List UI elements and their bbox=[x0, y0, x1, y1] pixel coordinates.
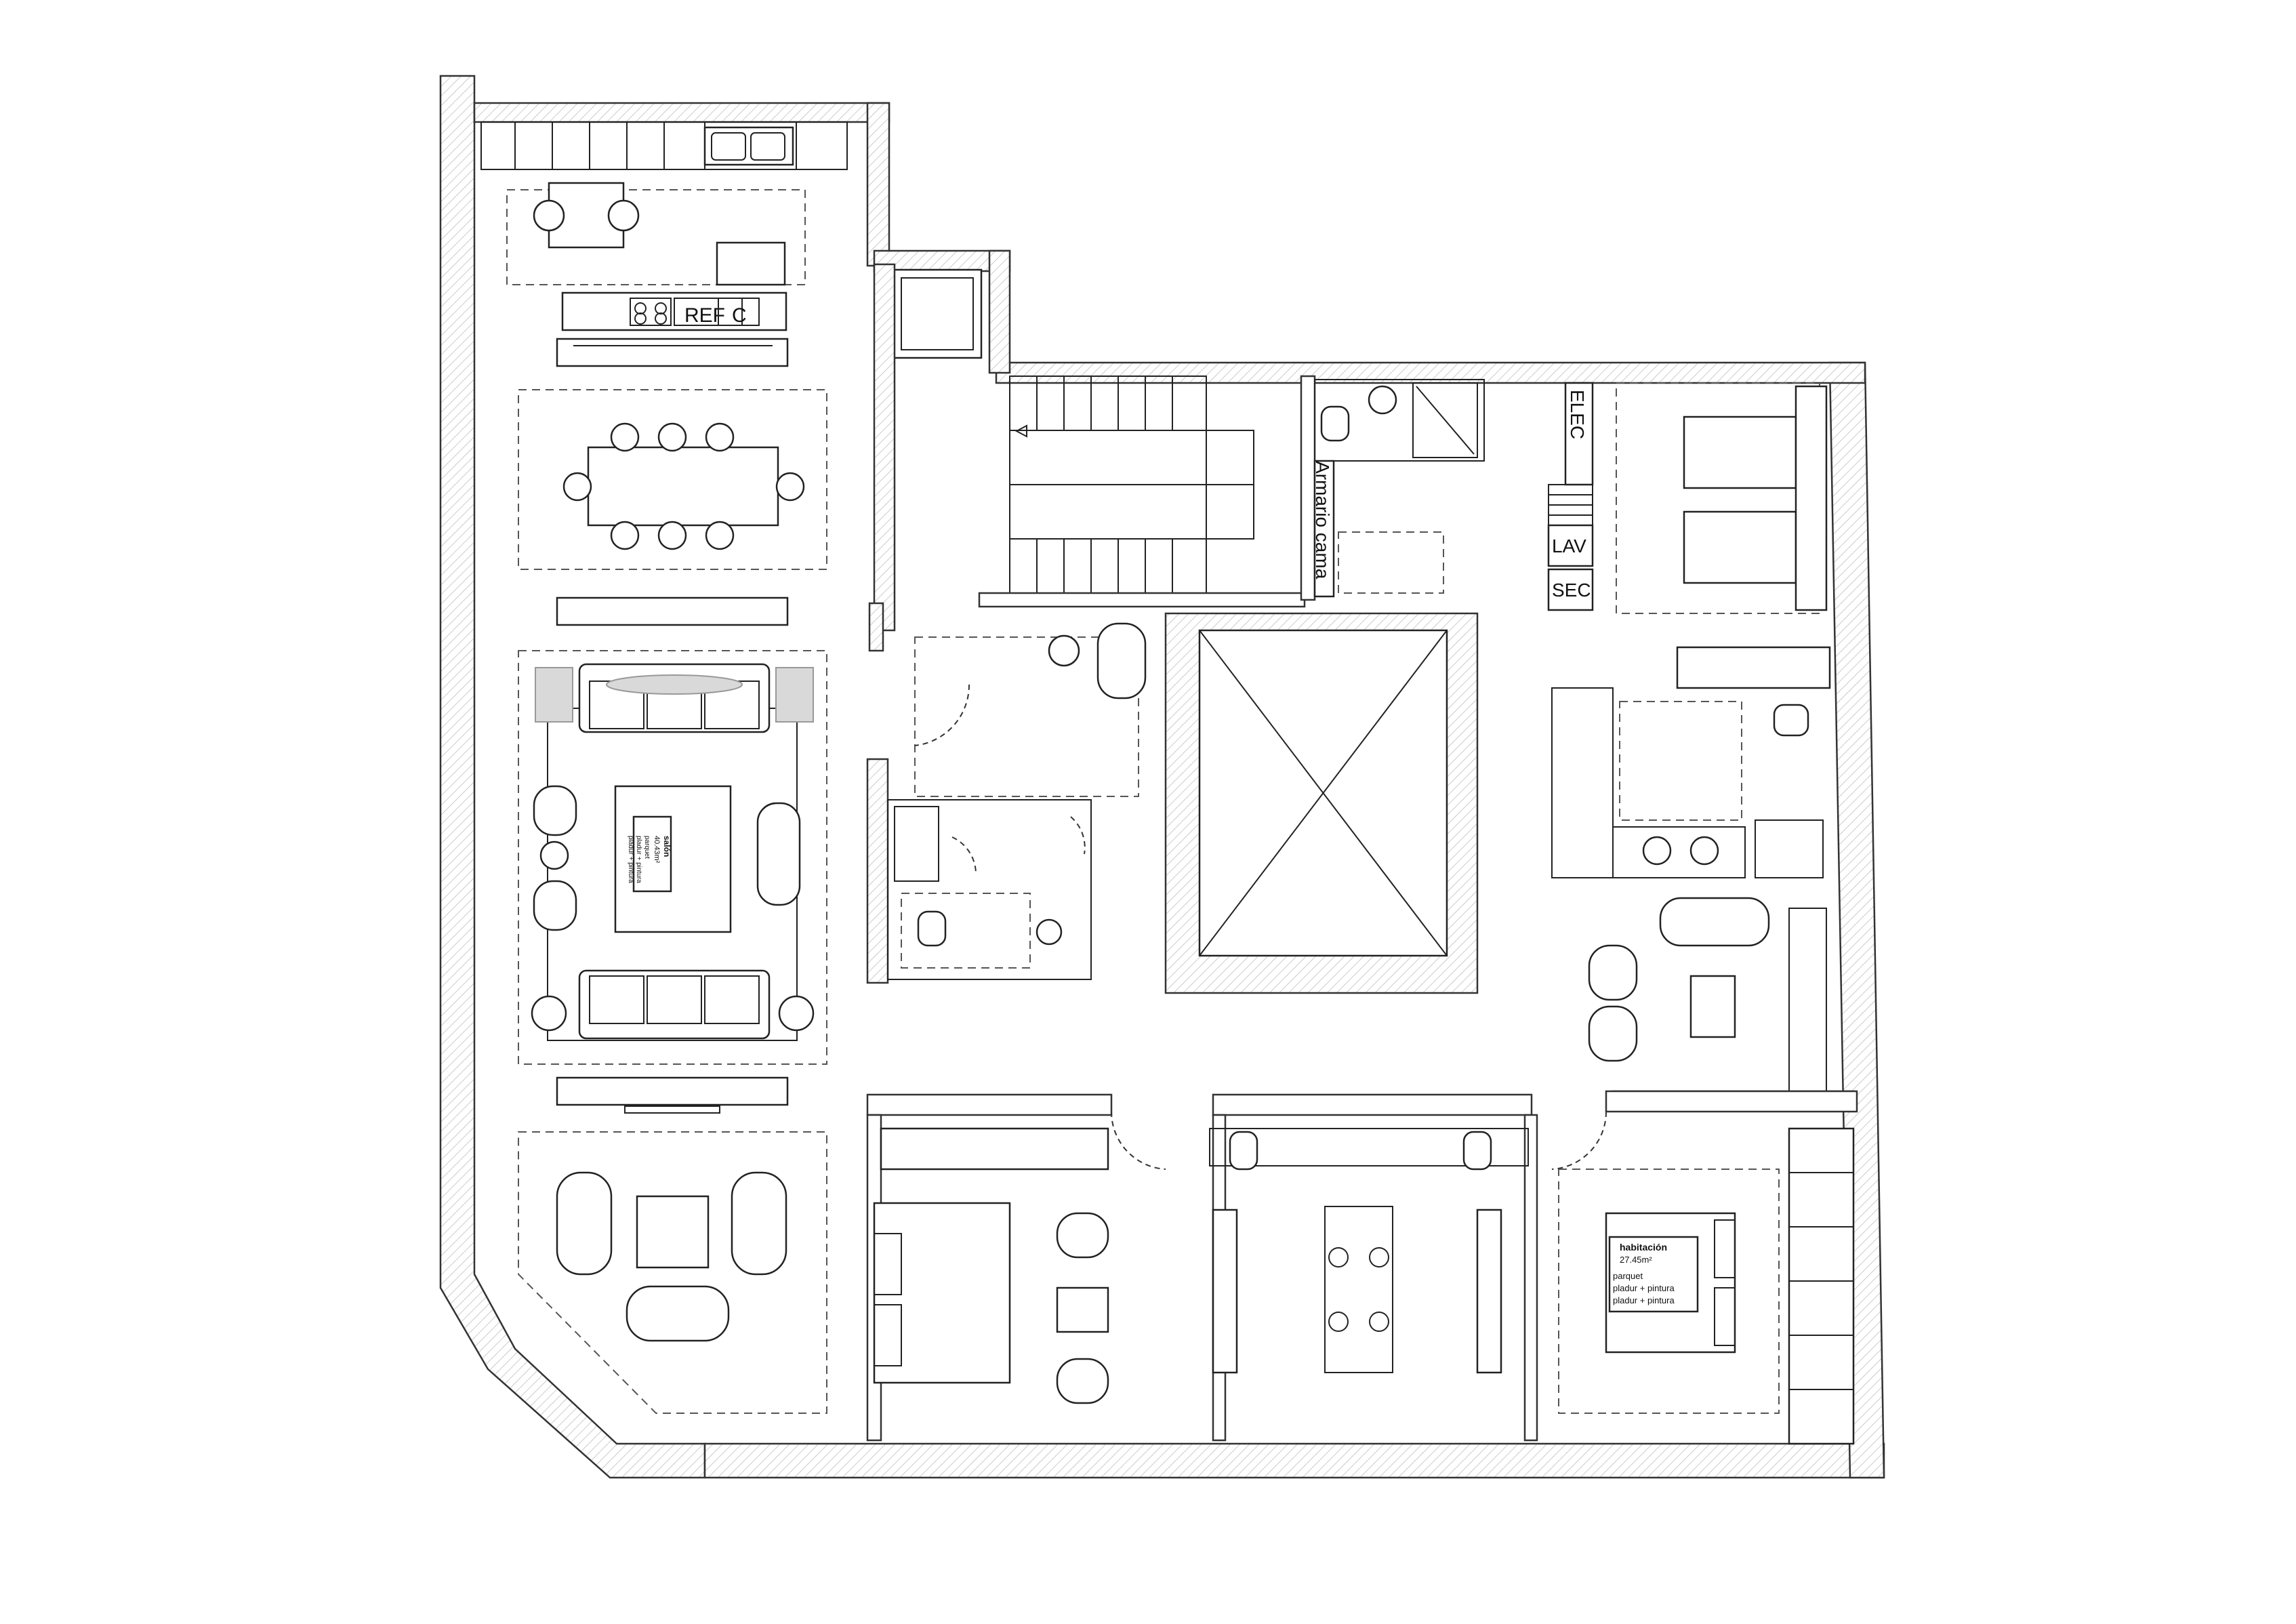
kitchen-zone bbox=[506, 189, 806, 285]
sofa-bottom-icon bbox=[578, 969, 771, 1040]
elec-label: ELEC bbox=[1567, 390, 1588, 439]
toilet-icon bbox=[1773, 704, 1809, 737]
washbasin-icon bbox=[1369, 1312, 1389, 1332]
side-table-icon bbox=[535, 667, 573, 723]
lounge-area bbox=[518, 1131, 827, 1414]
armchair-icon bbox=[533, 785, 801, 931]
habitacion-tag-line3: pladur + pintura bbox=[1613, 1295, 1675, 1305]
kitchen: REF C bbox=[480, 121, 848, 367]
study-chair-icon bbox=[1588, 944, 1638, 1001]
dining-chair-icon bbox=[562, 422, 805, 550]
armario-label: Armario cama bbox=[1312, 461, 1333, 580]
shower-icon bbox=[1412, 382, 1478, 458]
sideboard-bottom bbox=[556, 1076, 789, 1106]
bedroom-top-right bbox=[1616, 382, 1828, 614]
sofa-top-icon bbox=[578, 663, 771, 733]
toilet-icon bbox=[1462, 1131, 1492, 1171]
service-bath: Armario cama bbox=[1300, 375, 1485, 601]
toilet-icon bbox=[917, 910, 947, 947]
armario-zone bbox=[1338, 531, 1444, 594]
main-bedroom-zone bbox=[1558, 1169, 1780, 1414]
study-chair-icon bbox=[1659, 897, 1770, 947]
lav-label: LAV bbox=[1552, 535, 1586, 556]
living-room: salón 40.43m² parquet pladur + pintura p… bbox=[518, 650, 827, 1114]
washbasin-icon bbox=[1689, 836, 1719, 866]
coffee-table: salón 40.43m² parquet pladur + pintura p… bbox=[614, 785, 732, 933]
ensuite-zone bbox=[1619, 701, 1742, 821]
study bbox=[1588, 897, 1855, 1112]
study-chair-icon bbox=[1588, 1005, 1638, 1062]
habitacion-tag-area: 27.45m² bbox=[1620, 1255, 1652, 1265]
entry-chair-icon bbox=[1048, 634, 1080, 667]
laundry: ELEC LAV SEC bbox=[1547, 382, 1594, 611]
side-table-icon bbox=[775, 667, 814, 723]
stair-core bbox=[873, 263, 1306, 632]
stair-arrow-icon bbox=[1014, 424, 1027, 438]
bedroom-chair-icon bbox=[1056, 1358, 1109, 1404]
habitacion-tag-line1: parquet bbox=[1613, 1271, 1643, 1281]
washbasin-icon bbox=[1368, 385, 1397, 415]
cooktop-row: REF C bbox=[561, 291, 787, 331]
ensuite-right bbox=[1551, 646, 1831, 878]
study-table bbox=[1689, 975, 1736, 1038]
toilet-icon bbox=[1229, 1131, 1258, 1171]
washbasin-icon bbox=[1642, 836, 1672, 866]
habitacion-tag-name: habitación bbox=[1620, 1242, 1667, 1253]
salon-tag-area: 40.43m² bbox=[653, 836, 661, 864]
main-bedroom: habitación 27.45m² parquet pladur + pint… bbox=[1551, 1090, 1858, 1445]
c-label: C bbox=[732, 304, 747, 327]
sec-label: SEC bbox=[1552, 580, 1591, 601]
sideboard-top bbox=[556, 596, 789, 626]
washbasin-icon bbox=[1369, 1247, 1389, 1267]
salon-tag-line3: pladur + pintura bbox=[627, 836, 634, 883]
bed-icon bbox=[1683, 510, 1797, 584]
kitchen-island bbox=[716, 241, 786, 286]
dining-table bbox=[587, 446, 779, 527]
lounge-zone bbox=[518, 1131, 827, 1414]
bedroom-bottom-left bbox=[866, 1093, 1166, 1442]
washbasin-icon bbox=[1328, 1247, 1349, 1267]
entry-chair-icon bbox=[1096, 622, 1147, 699]
washbasin-icon bbox=[1036, 918, 1063, 946]
shower-icon bbox=[1755, 819, 1824, 878]
kitchen-counter-lower bbox=[556, 338, 789, 367]
dining-area bbox=[518, 389, 827, 626]
elevator bbox=[892, 268, 983, 359]
kitchen-stool-icon bbox=[533, 182, 640, 249]
salon-tag-name: salón bbox=[662, 836, 672, 857]
entry-zone bbox=[914, 636, 1139, 797]
lounge-chair-icon bbox=[731, 1171, 787, 1276]
living-zone bbox=[518, 650, 827, 1065]
toilet-icon bbox=[1320, 405, 1350, 442]
exterior-walls bbox=[439, 75, 1885, 1479]
dining-zone bbox=[518, 389, 827, 570]
salon-tag-line2: pladur + pintura bbox=[635, 836, 642, 883]
light-well bbox=[1164, 612, 1479, 994]
guest-wc bbox=[866, 758, 1092, 984]
twin-bathrooms bbox=[1209, 1093, 1538, 1442]
habitacion-tag-line2: pladur + pintura bbox=[1613, 1283, 1675, 1293]
bedroom-table bbox=[1056, 1286, 1109, 1333]
kitchen-sink-icon bbox=[703, 126, 794, 166]
lounge-chair-icon bbox=[626, 1285, 730, 1342]
entry-hall bbox=[868, 602, 1147, 797]
lounge-table bbox=[636, 1195, 710, 1269]
bed-icon bbox=[1683, 415, 1797, 489]
salon-tag-line1: parquet bbox=[643, 836, 651, 859]
lounge-chair-icon bbox=[556, 1171, 613, 1276]
wc-zone bbox=[901, 893, 1031, 969]
washbasin-icon bbox=[1328, 1312, 1349, 1332]
bedroom-chair-icon bbox=[1056, 1212, 1109, 1259]
